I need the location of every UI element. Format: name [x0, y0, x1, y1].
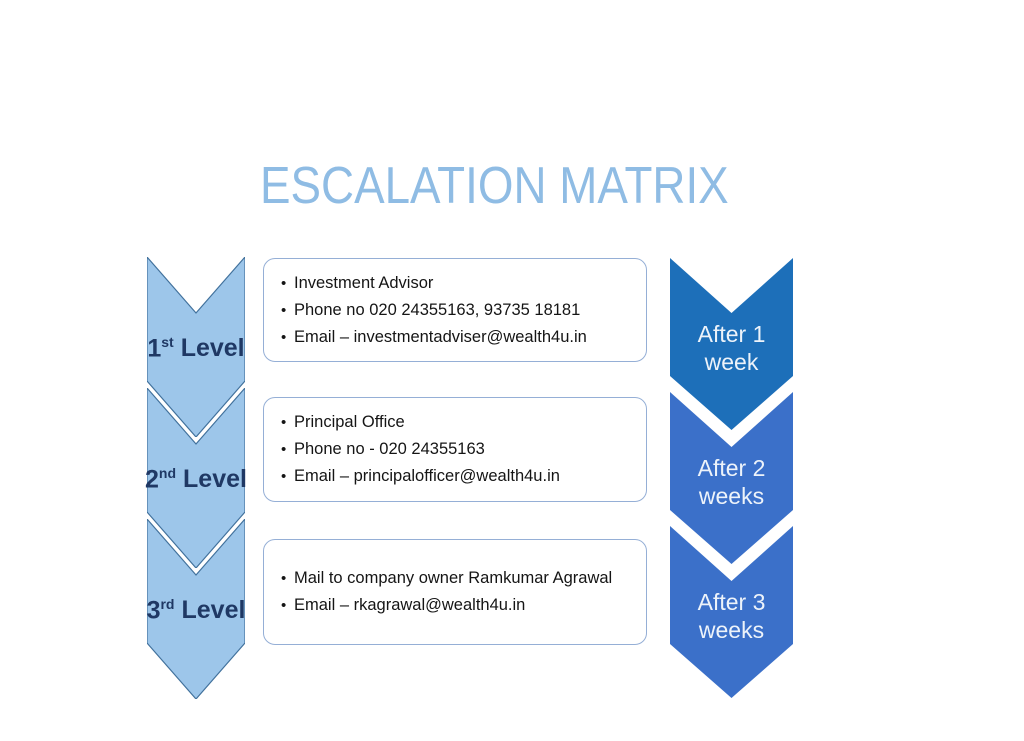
level-3-word: Level: [181, 596, 246, 625]
level-1-item-2: Phone no 020 24355163, 93735 18181: [294, 300, 581, 319]
after-2-line2: weeks: [698, 483, 765, 509]
bullet-icon: •: [281, 570, 287, 587]
level-2-word: Level: [183, 465, 247, 494]
list-item: • Principal Office: [281, 409, 636, 436]
level-1-chevron-down-icon: [147, 257, 245, 437]
after-1-line1: After 1: [697, 321, 766, 347]
level-3-info-card: • Mail to company owner Ramkumar Agrawal…: [263, 539, 647, 645]
level-3-item-2: Email – rkagrawal@wealth4u.in: [294, 596, 526, 614]
list-item: • Investment Advisor: [281, 270, 636, 297]
level-2-label: 2nd Level: [137, 458, 255, 494]
level-3-item-1: Mail to company owner Ramkumar Agrawal: [294, 569, 613, 587]
list-item: • Email – rkagrawal@wealth4u.in: [281, 592, 636, 619]
list-item: • Mail to company owner Ramkumar Agrawal: [281, 565, 636, 592]
after-1-week-label: After 1 week: [670, 320, 793, 376]
level-2-ordinal: 2: [145, 465, 159, 494]
level-3-ordinal: 3: [146, 596, 161, 625]
list-item: • Phone no - 020 24355163: [281, 436, 636, 463]
level-3-ordinal-suffix: rd: [160, 596, 175, 612]
bullet-icon: •: [281, 328, 287, 346]
after-3-line1: After 3: [697, 589, 766, 615]
page-title: ESCALATION MATRIX: [260, 157, 729, 215]
level-1-info-card: • Investment Advisor • Phone no 020 2435…: [263, 258, 647, 362]
list-item: • Phone no 020 24355163, 93735 18181: [281, 297, 636, 324]
level-1-label: 1st Level: [137, 327, 255, 363]
level-1-item-3: Email – investmentadviser@wealth4u.in: [294, 327, 587, 346]
level-3-label: 3rd Level: [137, 589, 255, 625]
level-1-word: Level: [180, 334, 245, 363]
bullet-icon: •: [281, 468, 287, 485]
after-1-line2: week: [704, 349, 759, 375]
level-2-item-2: Phone no - 020 24355163: [294, 440, 485, 458]
level-2-ordinal-suffix: nd: [158, 465, 177, 481]
bullet-icon: •: [281, 441, 287, 458]
bullet-icon: •: [281, 274, 287, 292]
level-2-item-3: Email – principalofficer@wealth4u.in: [294, 467, 560, 485]
after-1-week-chevron-down-icon: [670, 258, 793, 430]
level-1-ordinal: 1: [147, 334, 162, 363]
list-item: • Email – principalofficer@wealth4u.in: [281, 463, 636, 490]
after-2-weeks-label: After 2 weeks: [670, 454, 793, 510]
level-2-item-1: Principal Office: [294, 413, 405, 431]
bullet-icon: •: [281, 597, 287, 614]
bullet-icon: •: [281, 414, 287, 431]
bullet-icon: •: [281, 301, 287, 319]
after-3-weeks-label: After 3 weeks: [670, 588, 793, 644]
after-2-line1: After 2: [697, 455, 766, 481]
list-item: • Email – investmentadviser@wealth4u.in: [281, 324, 636, 351]
after-3-line2: weeks: [698, 617, 765, 643]
level-3-chevron-down-icon: [147, 519, 245, 699]
level-2-chevron-down-icon: [147, 388, 245, 568]
level-1-item-1: Investment Advisor: [294, 273, 434, 292]
after-3-weeks-chevron-down-icon: [670, 526, 793, 698]
level-1-ordinal-suffix: st: [161, 334, 174, 350]
after-2-weeks-chevron-down-icon: [670, 392, 793, 564]
level-2-info-card: • Principal Office • Phone no - 020 2435…: [263, 397, 647, 502]
